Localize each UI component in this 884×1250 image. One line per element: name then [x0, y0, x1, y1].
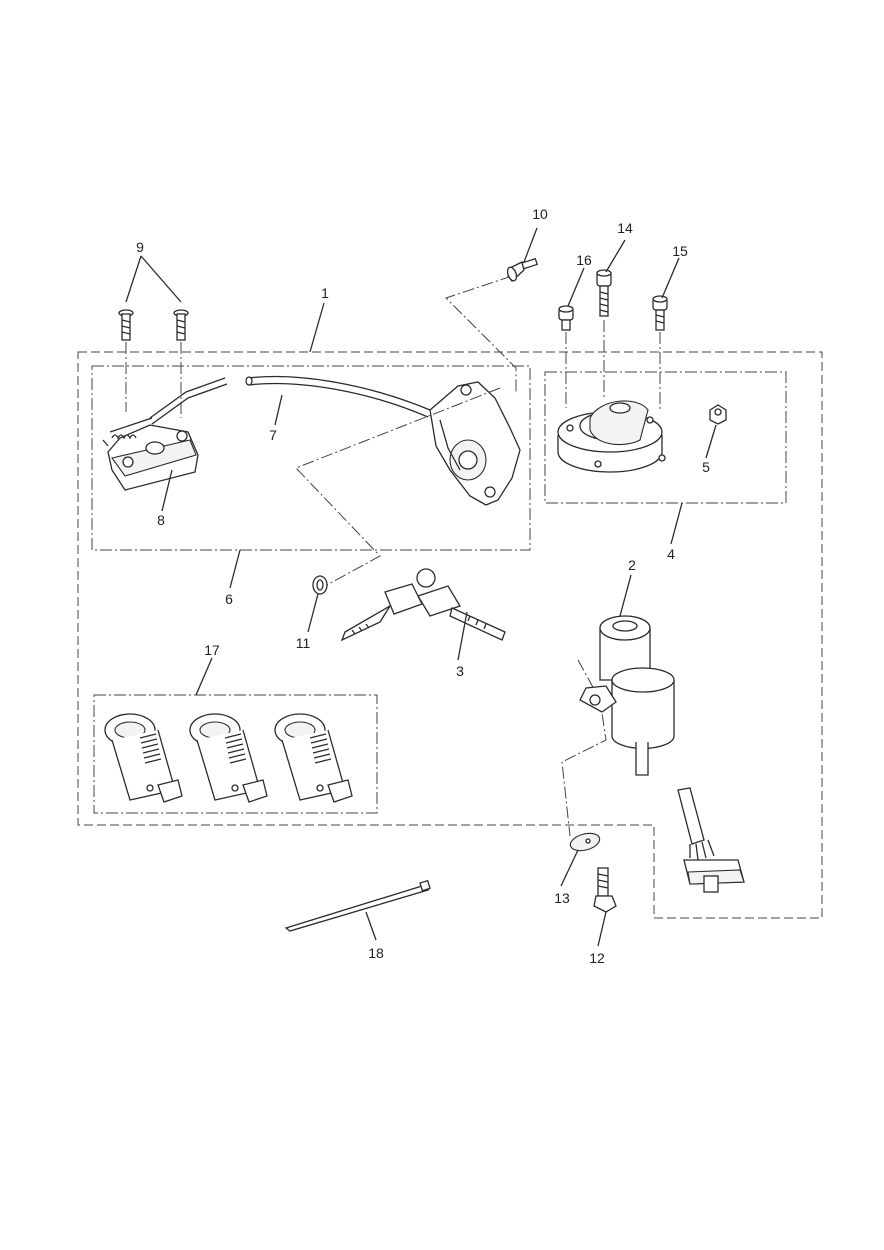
callout-16: 16	[576, 252, 592, 268]
release-rod-18	[284, 879, 431, 932]
set-boundary-1	[77, 351, 823, 919]
callout-2: 2	[628, 557, 636, 573]
bolt-14	[596, 269, 612, 317]
lock-barrel-b	[189, 713, 268, 803]
callout-leaders	[125, 227, 717, 947]
lock-barrel-c	[274, 713, 353, 803]
callout-18: 18	[368, 945, 384, 961]
leader-paths	[295, 275, 661, 837]
seat-lock-group-box-6	[91, 365, 531, 551]
washer-11	[312, 575, 328, 595]
fuel-cap-4	[557, 400, 666, 473]
callout-1: 1	[321, 285, 329, 301]
bolt-12	[593, 867, 617, 913]
callout-3: 3	[456, 663, 464, 679]
fuel-cap-group-box-4	[544, 371, 787, 504]
seat-latch-8	[102, 377, 228, 491]
callout-10: 10	[532, 206, 548, 222]
callout-5: 5	[702, 459, 710, 475]
callout-13: 13	[554, 890, 570, 906]
lock-barrel-group-box-17	[93, 694, 378, 814]
callout-14: 14	[617, 220, 633, 236]
grommet-5	[709, 404, 727, 425]
callout-7: 7	[269, 427, 277, 443]
bolt-10	[506, 257, 538, 282]
washer-13	[569, 832, 601, 852]
callout-12: 12	[589, 950, 605, 966]
bolt-16	[558, 305, 574, 331]
callout-labels: 1 2 3 4 5 6 7 8 9 10 11 12 13 14 15 16 1…	[136, 206, 710, 966]
group-boxes	[77, 351, 823, 919]
bolt-15	[652, 295, 668, 331]
callout-17: 17	[204, 642, 220, 658]
callout-6: 6	[225, 591, 233, 607]
seat-lock-body	[429, 381, 521, 506]
callout-8: 8	[157, 512, 165, 528]
lock-barrels-17	[104, 713, 353, 803]
cable-7	[245, 375, 431, 418]
lock-barrel-a	[104, 713, 183, 803]
screw-9b	[173, 309, 189, 341]
callout-11: 11	[296, 635, 311, 651]
callout-4: 4	[667, 546, 675, 562]
callout-9: 9	[136, 239, 144, 255]
screw-pair-9	[118, 309, 189, 418]
callout-15: 15	[672, 243, 688, 259]
screw-9a	[118, 309, 134, 341]
key-set-3	[340, 568, 506, 642]
ignition-switch-2	[579, 615, 745, 893]
